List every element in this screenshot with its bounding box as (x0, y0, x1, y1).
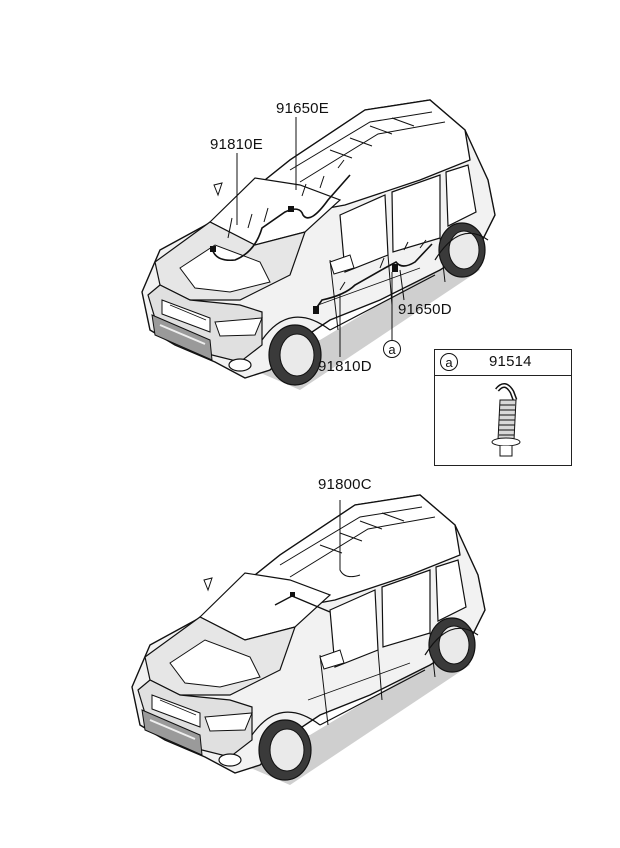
label-91810E: 91810E (210, 136, 263, 153)
detail-inset: a 91514 (434, 349, 572, 466)
label-91810D: 91810D (318, 358, 372, 375)
label-91800C: 91800C (318, 476, 372, 493)
ref-circle-a: a (383, 340, 401, 358)
label-91650D: 91650D (398, 301, 452, 318)
grommet-part-drawing (491, 383, 521, 457)
inset-header: a 91514 (435, 350, 571, 376)
label-91514: 91514 (489, 353, 532, 370)
label-91650E: 91650E (276, 100, 329, 117)
inset-ref-circle-a: a (440, 353, 458, 371)
